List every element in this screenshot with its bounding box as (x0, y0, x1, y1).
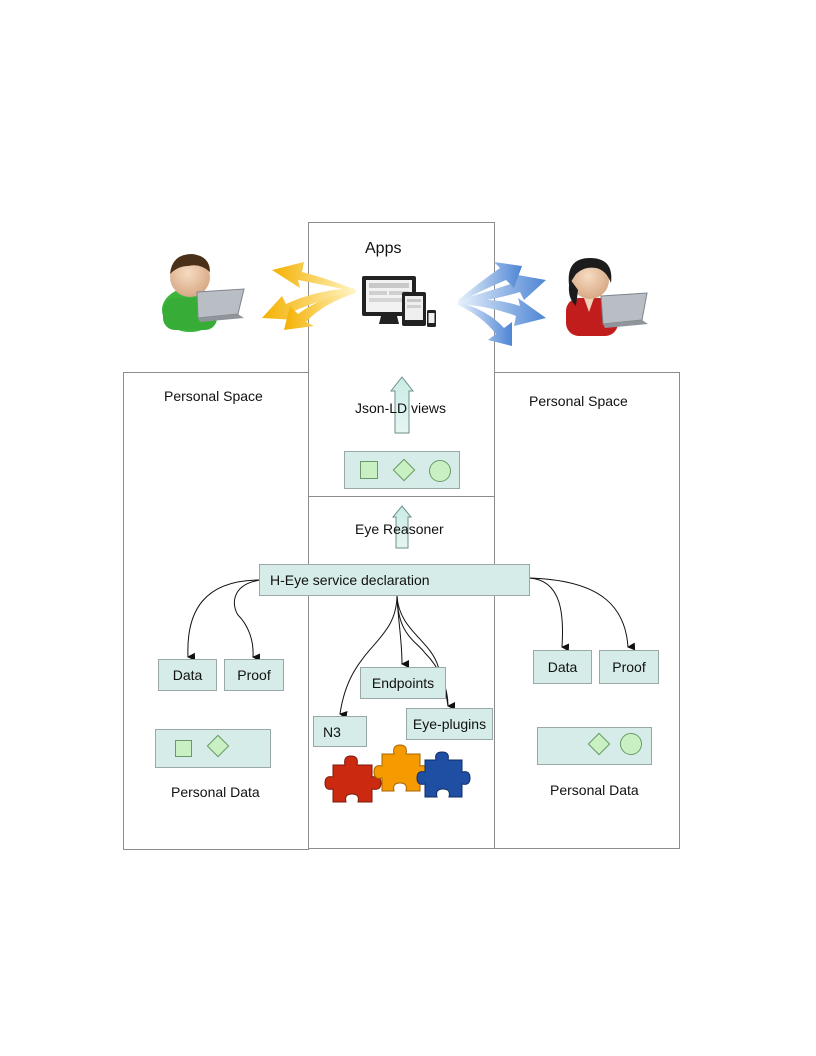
right-personal-space (494, 372, 680, 849)
right-proof-box: Proof (599, 650, 659, 684)
right-personal-data-box (537, 727, 652, 765)
eye-plugins-box: Eye-plugins (406, 708, 493, 740)
right-user-icon (566, 258, 648, 336)
left-arrows (262, 262, 356, 330)
left-user-icon (162, 254, 245, 332)
circle-shape (429, 460, 451, 482)
left-personal-data-box (155, 729, 271, 768)
diamond-shape (206, 734, 230, 758)
diamond-shape (392, 458, 416, 482)
square-shape (175, 740, 192, 757)
left-personal-data-label: Personal Data (171, 784, 260, 800)
diamond-shape (587, 732, 611, 756)
reasoner-up-arrow (391, 505, 413, 549)
jsonld-up-arrow (389, 376, 415, 434)
left-data-box: Data (158, 659, 217, 691)
devices-icon (362, 276, 436, 327)
left-personal-space (123, 372, 309, 850)
n3-box: N3 (313, 716, 367, 747)
reasoner-divider (308, 496, 495, 497)
right-personal-data-label: Personal Data (550, 782, 639, 798)
left-personal-space-title: Personal Space (164, 388, 263, 404)
endpoints-box: Endpoints (360, 667, 446, 699)
puzzle-icon (324, 744, 471, 803)
apps-title: Apps (365, 240, 402, 257)
right-data-box: Data (533, 650, 592, 684)
eye-reasoner-label: Eye Reasoner (355, 521, 444, 537)
square-shape (360, 461, 378, 479)
jsonld-views-label: Json-LD views (355, 400, 447, 416)
left-proof-box: Proof (224, 659, 284, 691)
jsonld-shapes-box (344, 451, 460, 489)
service-declaration-box: H-Eye service declaration (259, 564, 530, 596)
right-arrows (458, 262, 546, 346)
circle-shape (620, 733, 642, 755)
right-personal-space-title: Personal Space (529, 393, 628, 409)
